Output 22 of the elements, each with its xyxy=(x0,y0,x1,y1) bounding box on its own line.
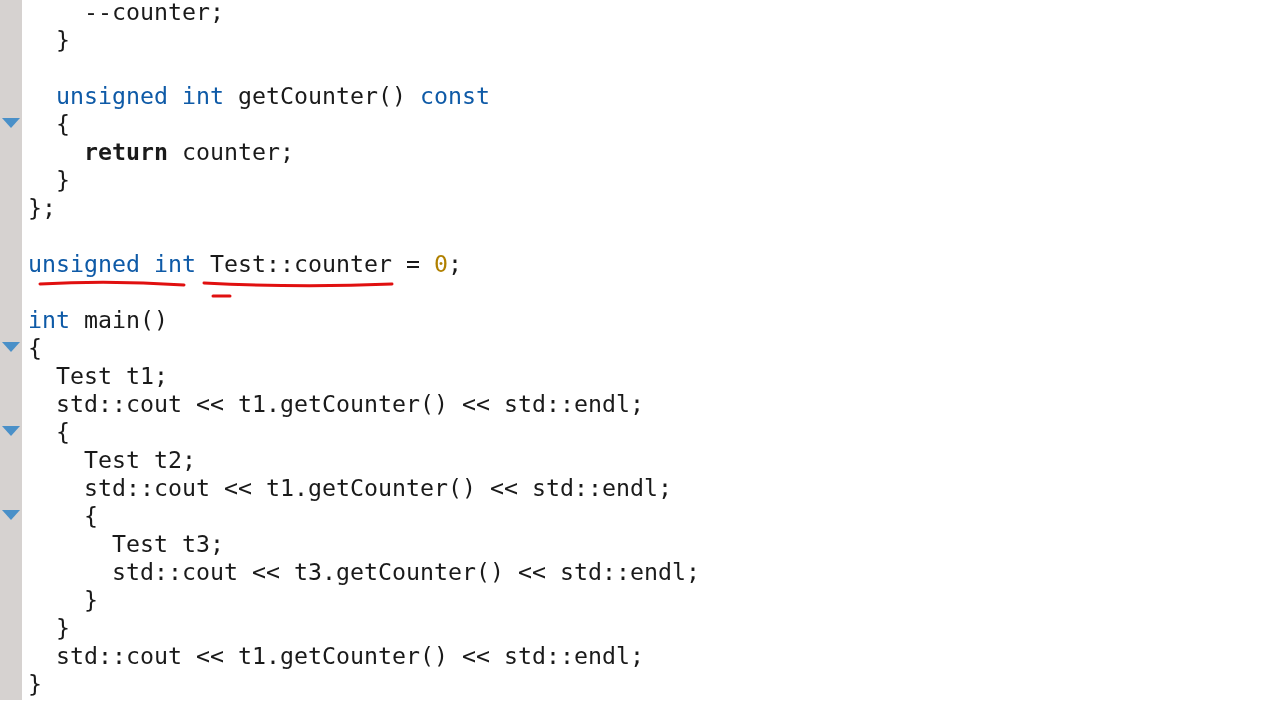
code-line: { xyxy=(56,110,70,138)
code-line: std::cout << t1.getCounter() << std::endl; xyxy=(56,390,644,418)
code-line: return counter; xyxy=(84,138,294,166)
code-line: Test t1; xyxy=(56,362,168,390)
code-line: unsigned int Test::counter = 0; xyxy=(28,250,462,278)
code-line: Test t2; xyxy=(84,446,196,474)
code-line: Test t3; xyxy=(112,530,224,558)
code-line: } xyxy=(56,26,70,54)
code-line: std::cout << t3.getCounter() << std::endl; xyxy=(112,558,700,586)
code-line: } xyxy=(56,166,70,194)
code-line: unsigned int getCounter() const xyxy=(56,82,490,110)
code-line: { xyxy=(56,418,70,446)
code-line: { xyxy=(28,334,42,362)
code-line: } xyxy=(84,586,98,614)
code-line: { xyxy=(84,502,98,530)
code-line: --counter; xyxy=(84,0,224,26)
code-line: std::cout << t1.getCounter() << std::endl; xyxy=(84,474,672,502)
code-line: } xyxy=(28,670,42,698)
code-line: } xyxy=(56,614,70,642)
code-line: std::cout << t1.getCounter() << std::endl; xyxy=(56,642,644,670)
code-line: }; xyxy=(28,194,56,222)
code-line: int main() xyxy=(28,306,168,334)
